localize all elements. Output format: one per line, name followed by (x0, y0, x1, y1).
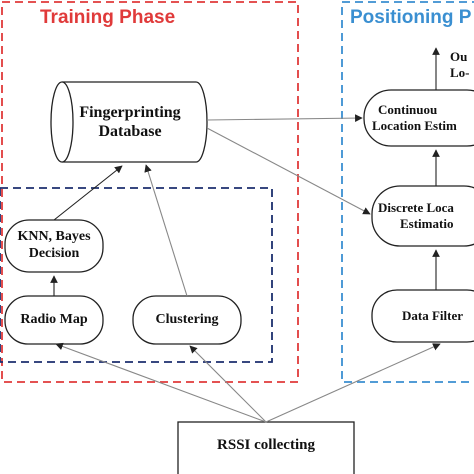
arrow-knn-to-database (53, 165, 123, 221)
continuous-label-line-2: Location Estim (372, 118, 457, 133)
output-label: Ou Lo- (440, 44, 474, 86)
positioning-phase-box (341, 1, 474, 383)
output-label-line-2: Lo- (450, 65, 470, 80)
database-label-line-2: Database (98, 123, 162, 140)
knn-label-line-1: KNN, Bayes (17, 229, 91, 245)
continuous-node-shape (363, 89, 474, 147)
knn-label-line-2: Decision (28, 246, 80, 261)
rssi-label: RSSI collecting (217, 437, 315, 453)
database-cylinder (50, 81, 208, 163)
arrow-rssi-to-clustering (189, 345, 267, 423)
continuous-label: Continuou Location Estim (372, 90, 474, 146)
output-label-line-1: Ou (450, 49, 468, 65)
clustering-label: Clustering (155, 311, 219, 327)
filter-node-shape (371, 289, 474, 343)
training-phase-box (1, 1, 299, 383)
arrow-rssi-to-radiomap (55, 342, 267, 423)
arrow-database-to-discrete (206, 127, 371, 215)
arrow-clustering-to-database (144, 164, 188, 297)
knn-label: KNN, Bayes Decision (5, 220, 103, 272)
arrow-rssi-to-filter (265, 343, 441, 423)
continuous-label-line-1: Continuou (378, 102, 438, 118)
arrow-database-to-continuous (206, 114, 363, 122)
training-phase-title: Training Phase (40, 7, 176, 28)
inner-processing-box (0, 187, 273, 363)
positioning-phase-title: Positioning P (350, 8, 472, 27)
discrete-label: Discrete Loca Estimatio (378, 186, 474, 246)
discrete-node-shape (371, 185, 474, 247)
filter-label: Data Filter (402, 308, 464, 324)
radio-map-label: Radio Map (20, 311, 88, 327)
discrete-label-line-2: Estimatio (400, 216, 454, 231)
database-label: Fingerprinting Database (62, 90, 198, 154)
database-label-line-1: Fingerprinting (79, 103, 181, 121)
rssi-node-shape (177, 421, 355, 474)
discrete-label-line-1: Discrete Loca (378, 200, 454, 216)
